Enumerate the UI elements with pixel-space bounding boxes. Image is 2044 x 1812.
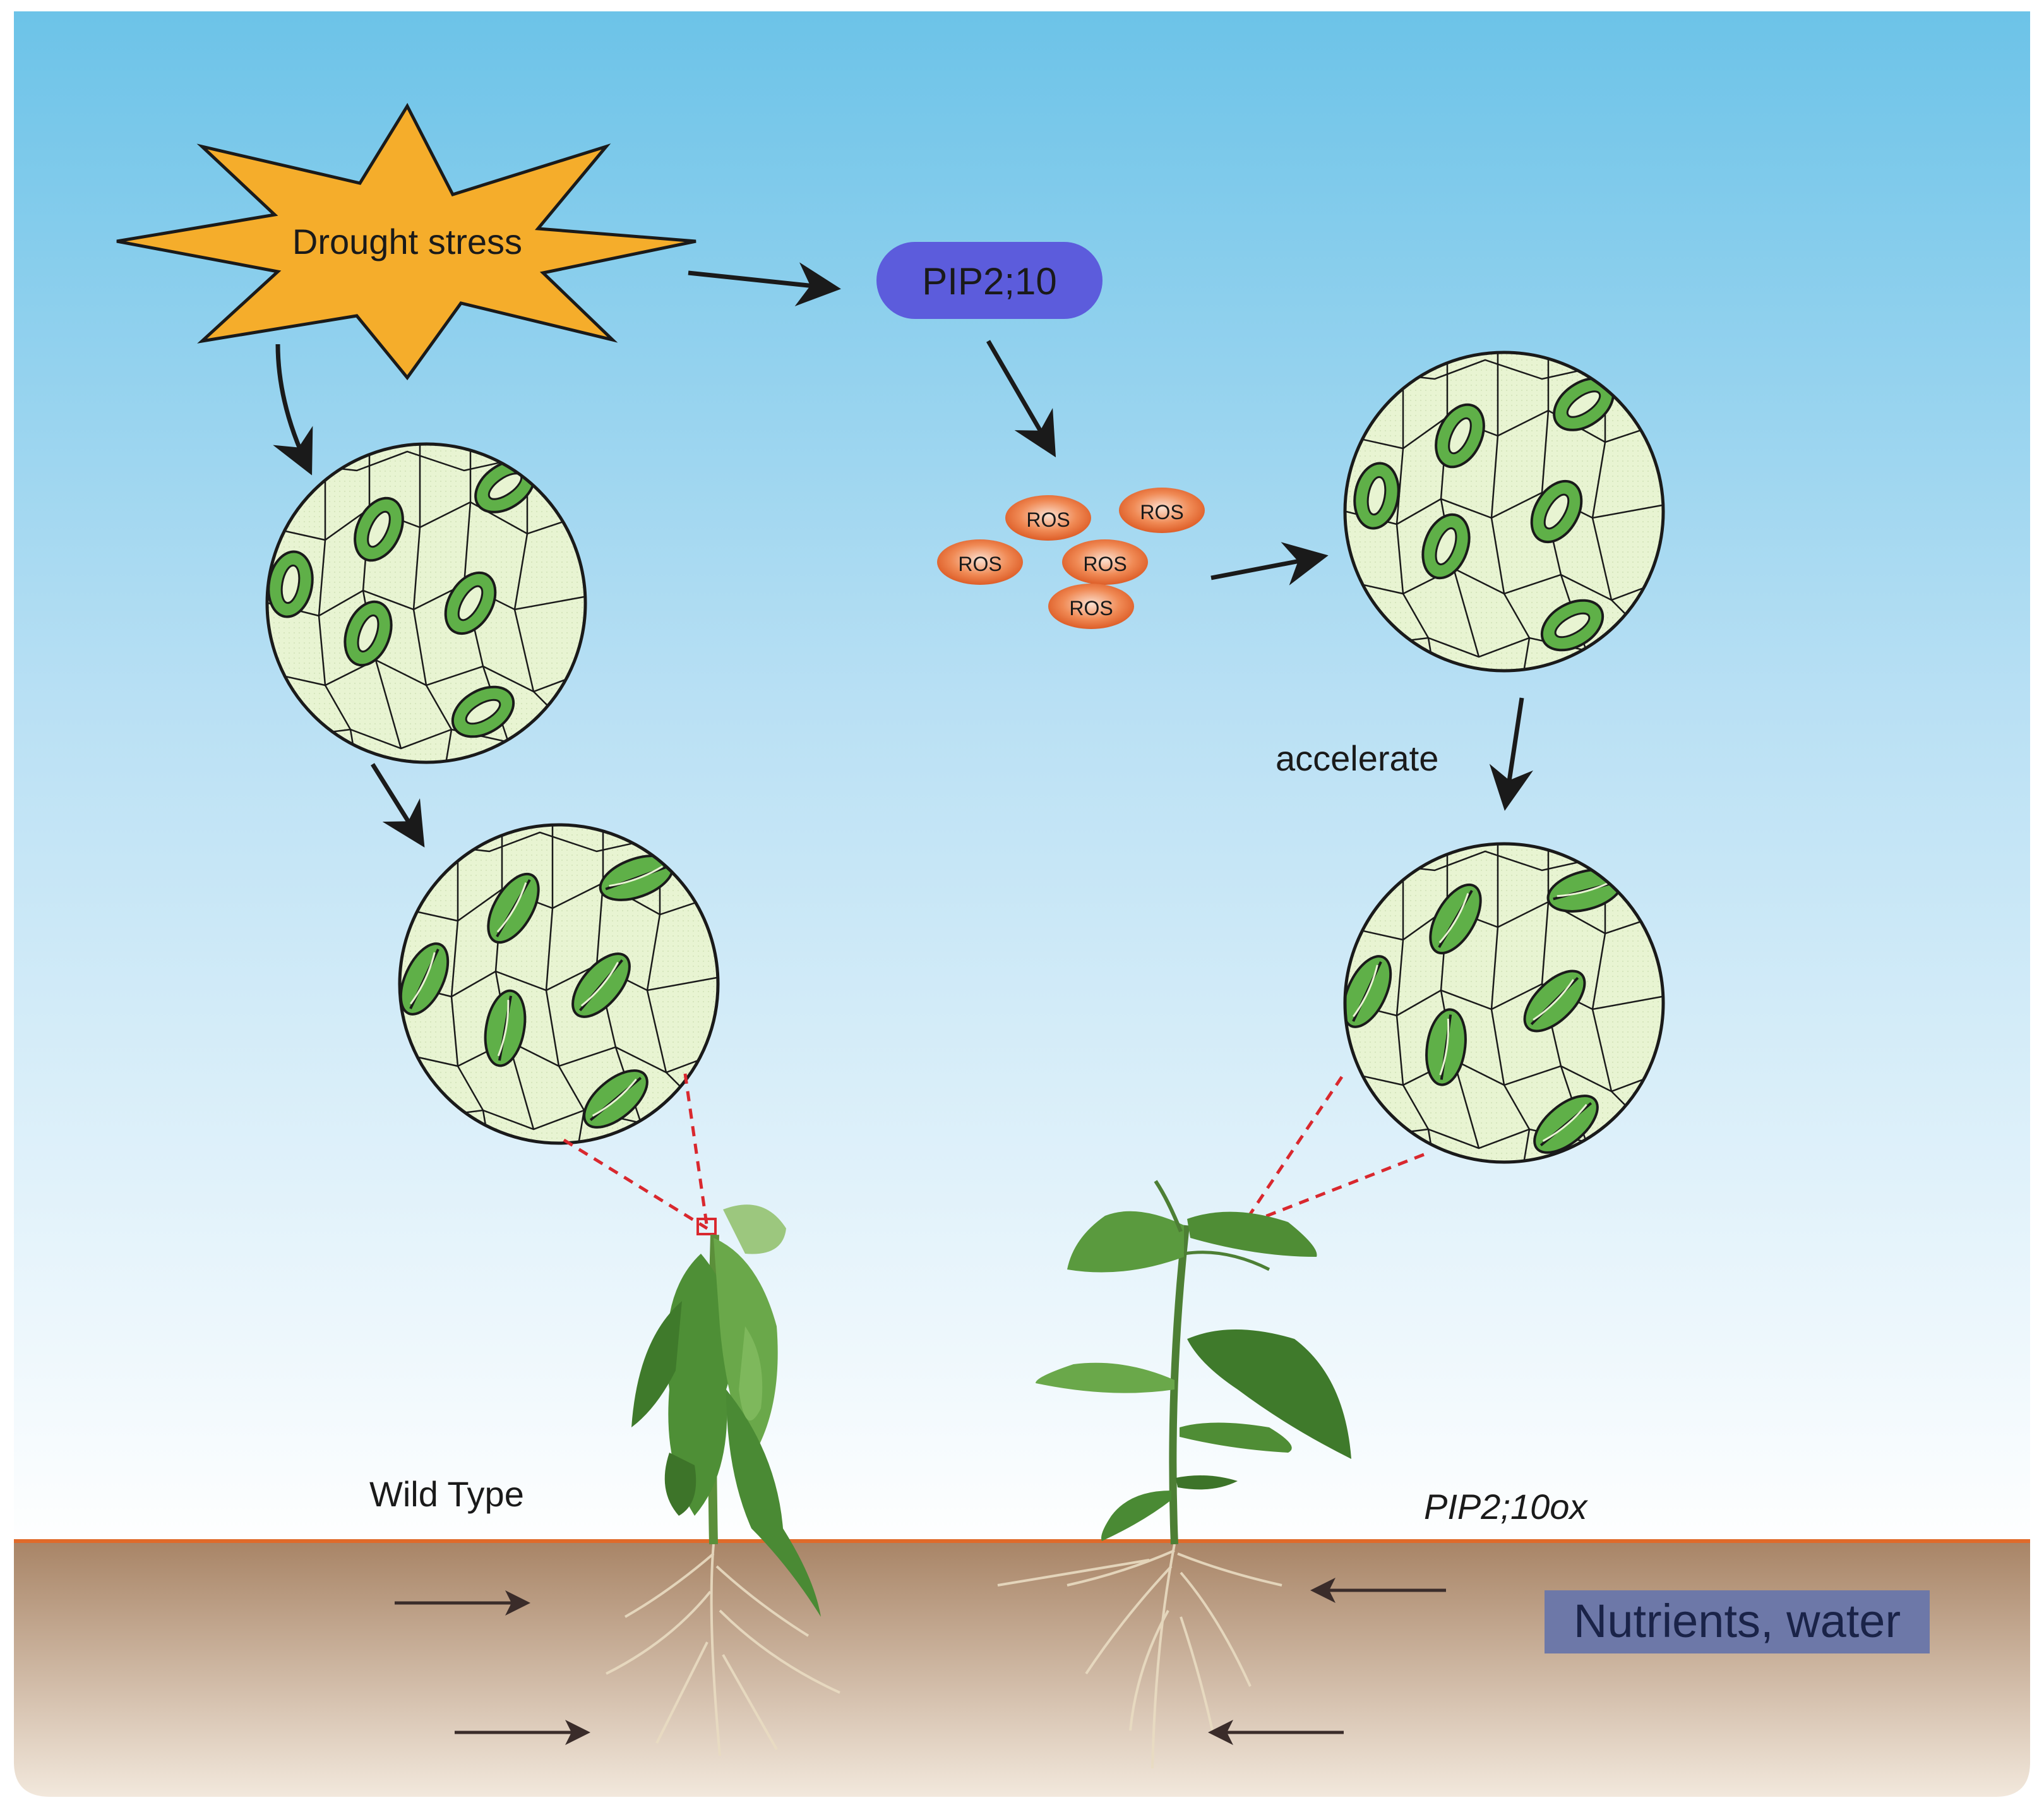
pip210-label: PIP2;10 <box>922 260 1057 303</box>
wild-type-label: Wild Type <box>369 1474 524 1514</box>
pip210-node: PIP2;10 <box>876 242 1103 319</box>
stomata-wt-open <box>265 442 587 764</box>
wild-type-plant <box>606 1204 840 1756</box>
nutrients-water-box: Nutrients, water <box>1545 1590 1930 1653</box>
accelerate-label: accelerate <box>1276 738 1438 778</box>
stomata-ox-open <box>1343 351 1665 673</box>
drought-stress-star: Drought stress <box>116 102 696 381</box>
svg-text:ROS: ROS <box>1069 597 1113 620</box>
stomata-wt-closing <box>398 823 720 1145</box>
arrow-wt-stomata-closing <box>371 763 425 848</box>
ox-roots <box>997 1544 1282 1769</box>
svg-text:ROS: ROS <box>1026 508 1070 531</box>
arrow-ros-to-stomata <box>1210 542 1329 585</box>
pip210ox-label: PIP2;10ox <box>1424 1487 1588 1527</box>
callout-wt <box>563 1073 717 1235</box>
drought-stress-label: Drought stress <box>292 222 522 261</box>
ros-cluster: ROS ROS ROS ROS ROS <box>937 488 1205 629</box>
stomata-ox-closed <box>1343 842 1665 1164</box>
arrow-ox-stomata-closing <box>1489 697 1533 811</box>
ros-molecule: ROS <box>1048 584 1134 629</box>
ros-molecule: ROS <box>1005 495 1091 541</box>
svg-text:ROS: ROS <box>958 553 1001 575</box>
svg-text:ROS: ROS <box>1083 553 1127 575</box>
soil <box>14 1539 2030 1797</box>
wt-roots <box>606 1544 840 1756</box>
nutrients-water-label: Nutrients, water <box>1574 1595 1901 1647</box>
ros-molecule: ROS <box>937 539 1023 585</box>
svg-text:ROS: ROS <box>1140 501 1183 524</box>
ros-molecule: ROS <box>1119 488 1205 533</box>
arrow-stress-to-gene <box>688 262 841 306</box>
arrow-stress-to-wt-stomata <box>273 344 313 476</box>
ros-molecule: ROS <box>1062 539 1148 585</box>
arrow-gene-to-ros <box>986 340 1056 458</box>
pip210ox-plant <box>997 1180 1351 1769</box>
